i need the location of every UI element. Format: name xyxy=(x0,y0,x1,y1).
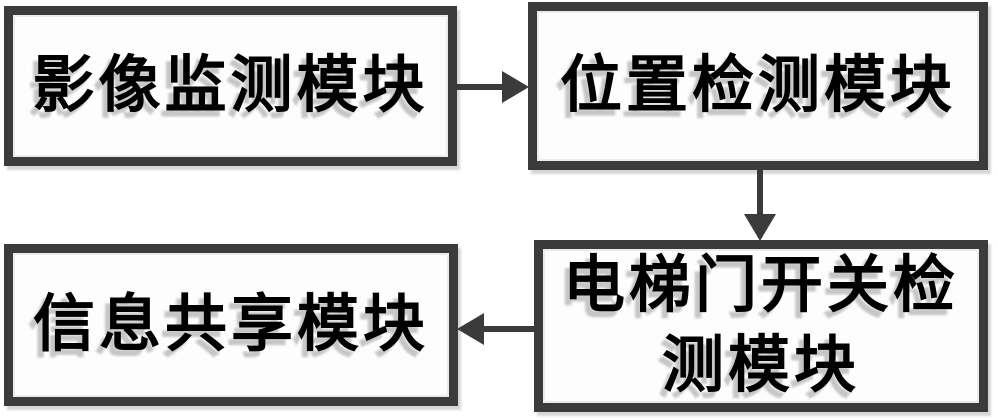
node-elevator-door-switch-detection-module: 电梯门开关检 测模块 xyxy=(534,240,988,412)
arrow-head-left-icon xyxy=(457,313,484,345)
arrow-head-down-icon xyxy=(744,214,776,241)
node-label: 位置检测模块 xyxy=(559,52,956,120)
arrow-head-right-icon xyxy=(502,71,529,103)
node-label-line-2: 测模块 xyxy=(661,332,860,400)
arrow-line-left xyxy=(482,326,534,332)
node-label: 信息共享模块 xyxy=(32,291,429,359)
node-position-detection-module: 位置检测模块 xyxy=(528,2,988,170)
node-label-line-1: 电梯门开关检 xyxy=(562,252,959,320)
arrow-line-down xyxy=(757,170,763,216)
node-label: 影像监测模块 xyxy=(32,52,429,120)
node-image-monitoring-module: 影像监测模块 xyxy=(4,6,457,166)
node-information-sharing-module: 信息共享模块 xyxy=(4,244,458,406)
arrow-line-right xyxy=(457,84,504,90)
